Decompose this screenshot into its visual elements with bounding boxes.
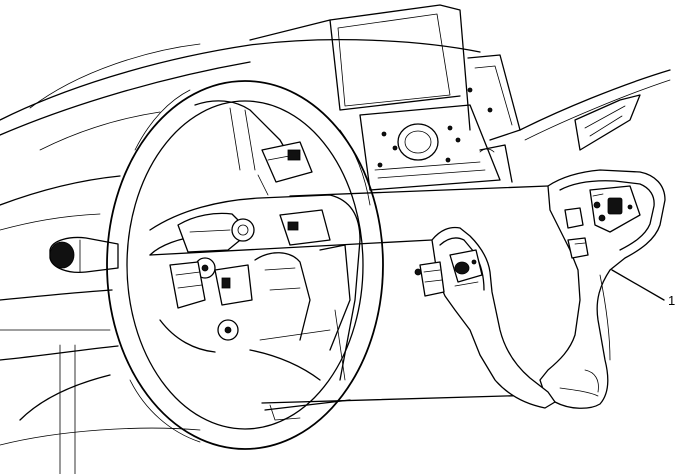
steering-wheel-switch-bezel [414,226,556,409]
dashboard-lines [0,39,481,474]
steering-wheel-trim-cover [539,169,666,409]
center-console [249,4,521,191]
callout-1: 1 [611,269,675,308]
leader-lines [149,185,549,404]
steering-column [194,100,313,196]
steering-wheel-hub [149,194,361,421]
steering-wheel-rim [106,80,384,450]
right-air-vent [519,69,671,151]
callout-label: 1 [668,293,675,308]
turn-signal-stalk [49,236,119,274]
